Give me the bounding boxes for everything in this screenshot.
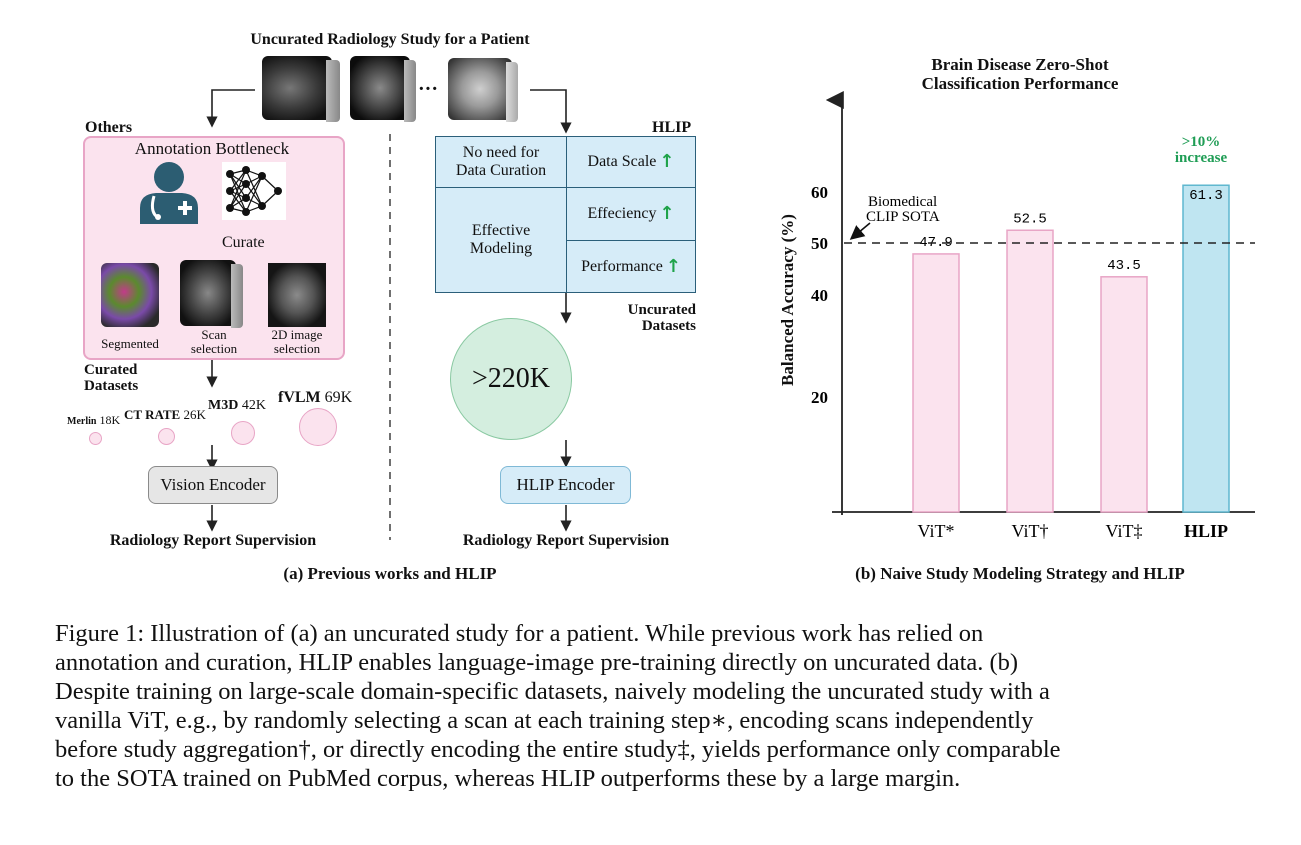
- bar-2: [1100, 276, 1148, 513]
- category-label: HLIP: [1184, 521, 1228, 541]
- caption-line-4: vanilla ViT, e.g., by randomly selecting…: [55, 707, 1034, 734]
- merlin-bubble: [89, 432, 102, 445]
- up-arrow-icon: ↑: [659, 203, 675, 224]
- scan-selection-depth: [231, 264, 243, 328]
- scan-thumbnail-1: [262, 56, 332, 120]
- y-axis-label: Balanced Accuracy (%): [778, 214, 797, 386]
- scan-depth-1: [326, 60, 340, 122]
- no-need-curation-cell: No need for Data Curation: [435, 136, 567, 188]
- neural-network-icon: [222, 162, 286, 220]
- bar-0: [912, 253, 960, 513]
- caption-line-5: before study aggregation†, or directly e…: [55, 736, 1061, 763]
- bar-3: [1182, 184, 1230, 513]
- bar-1: [1006, 229, 1054, 513]
- y-tick-label: 40: [811, 286, 828, 305]
- scan-thumbnail-3: [448, 58, 512, 120]
- hlip-encoder-box: HLIP Encoder: [500, 466, 631, 504]
- y-tick-label: 60: [811, 183, 828, 202]
- efficiency-cell: Effeciency↑: [566, 187, 696, 241]
- curated-datasets-label: Curated Datasets: [84, 362, 139, 394]
- performance-cell: Performance↑: [566, 240, 696, 293]
- scan-depth-3: [506, 62, 518, 122]
- supervision-left: Radiology Report Supervision: [109, 532, 317, 549]
- doctor-icon: [140, 162, 198, 224]
- dataset-m3d: M3D 42K: [208, 398, 266, 413]
- increase-line2: increase: [1175, 150, 1228, 166]
- segmented-label: Segmented: [101, 336, 159, 351]
- scan-thumbnail-2: [350, 56, 410, 120]
- uncurated-datasets-label: Uncurated Datasets: [627, 302, 696, 334]
- annotation-line1: Biomedical: [868, 194, 937, 210]
- study-title: Uncurated Radiology Study for a Patient: [250, 31, 530, 48]
- y-tick-label: 20: [811, 388, 828, 407]
- scan-selection-label: Scan selection: [190, 327, 238, 356]
- scan-selection-image: [180, 260, 236, 326]
- vision-encoder-box: Vision Encoder: [148, 466, 278, 504]
- ct-rate-bubble: [158, 428, 175, 445]
- y-tick-label: 50: [811, 234, 828, 253]
- up-arrow-icon: ↑: [665, 255, 681, 277]
- supervision-right: Radiology Report Supervision: [462, 532, 670, 549]
- dataset-merlin: Merlin 18K: [67, 413, 121, 427]
- m3d-bubble: [231, 421, 255, 445]
- segmented-scan-image: [101, 263, 159, 327]
- hlip-label: HLIP: [652, 119, 692, 136]
- caption-line-6: to the SOTA trained on PubMed corpus, wh…: [55, 765, 961, 792]
- bar-value-label: 52.5: [1013, 211, 1047, 227]
- panel-a-caption: (a) Previous works and HLIP: [283, 564, 497, 583]
- dataset-size-circle: >220K: [450, 318, 572, 440]
- caption-line-2: annotation and curation, HLIP enables la…: [55, 649, 1019, 676]
- dataset-ct-rate: CT RATE 26K: [124, 407, 206, 422]
- fvlm-bubble: [299, 408, 337, 446]
- annotation-line2: CLIP SOTA: [866, 209, 940, 225]
- panel-b-caption: (b) Naive Study Modeling Strategy and HL…: [855, 564, 1185, 583]
- annotation-arrow: [849, 222, 871, 240]
- 2d-image-selection-label: 2D image selection: [271, 327, 323, 356]
- category-label: ViT*: [918, 521, 955, 541]
- scan-depth-2: [404, 60, 416, 122]
- figure-caption: Figure 1: Illustration of (a) an uncurat…: [55, 619, 1255, 793]
- chart-title: Brain Disease Zero-Shot Classification P…: [921, 55, 1119, 93]
- up-arrow-icon: ↑: [659, 151, 675, 172]
- increase-line1: >10%: [1182, 134, 1221, 150]
- caption-line-3: Despite training on large-scale domain-s…: [55, 678, 1050, 705]
- effective-modeling-cell: Effective Modeling: [435, 187, 567, 293]
- caption-line-1: Figure 1: Illustration of (a) an uncurat…: [55, 620, 984, 647]
- bar-value-label: 61.3: [1189, 188, 1223, 204]
- ellipsis: ···: [418, 78, 439, 100]
- curate-label: Curate: [222, 234, 265, 251]
- others-label: Others: [85, 119, 133, 136]
- bar-value-label: 43.5: [1107, 258, 1141, 274]
- category-label: ViT‡: [1106, 521, 1143, 541]
- annotation-title: Annotation Bottleneck: [134, 139, 290, 158]
- data-scale-cell: Data Scale↑: [566, 136, 696, 188]
- 2d-image-selection-image: [268, 263, 326, 327]
- dataset-fvlm: fVLM 69K: [278, 389, 353, 406]
- category-label: ViT†: [1012, 521, 1049, 541]
